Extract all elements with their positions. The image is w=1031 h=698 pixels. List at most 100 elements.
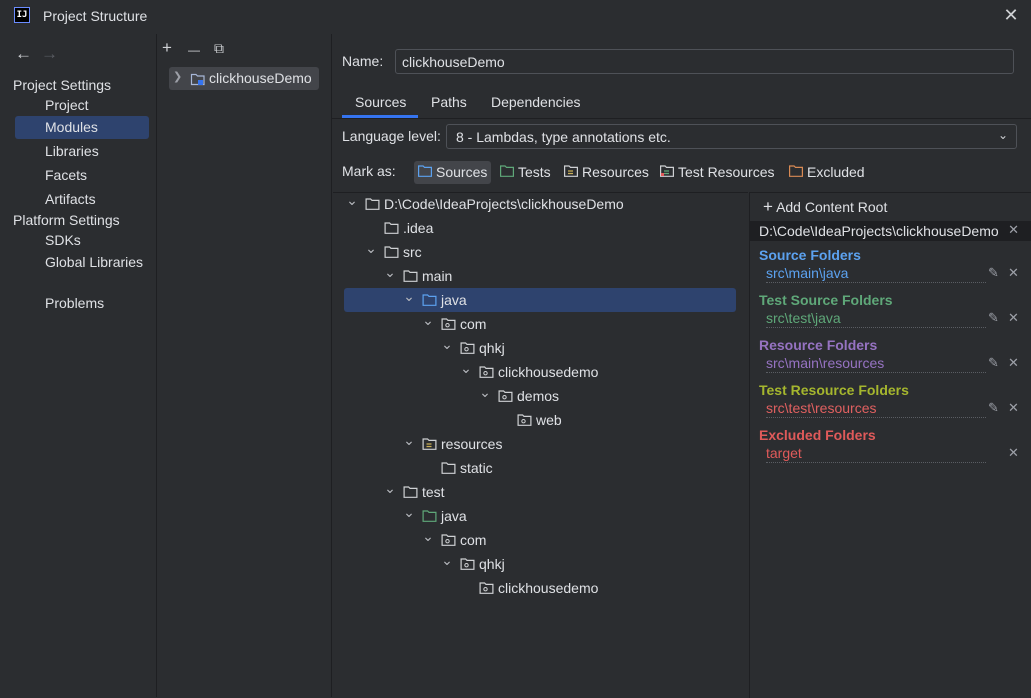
tree-row[interactable]: ⌄ clickhousedemo — [333, 360, 748, 384]
nav-item-global-libraries[interactable]: Global Libraries — [45, 254, 144, 270]
chevron-down-icon[interactable]: ⌄ — [441, 552, 453, 568]
tree-row[interactable]: ⌄ com — [333, 528, 748, 552]
remove-folder-icon[interactable]: ✕ — [1008, 310, 1019, 325]
tab-paths[interactable]: Paths — [431, 94, 467, 110]
nav-item-project[interactable]: Project — [45, 97, 89, 113]
edit-icon[interactable]: ✎ — [988, 265, 999, 280]
chevron-down-icon[interactable]: ⌄ — [422, 312, 434, 328]
tree-row[interactable]: clickhousedemo — [333, 576, 748, 600]
remove-folder-icon[interactable]: ✕ — [1008, 265, 1019, 280]
tab-dependencies[interactable]: Dependencies — [491, 94, 581, 110]
chevron-right-icon[interactable]: ❯ — [173, 71, 183, 83]
back-arrow-icon[interactable]: ← — [15, 44, 32, 63]
tree-row[interactable]: ⌄ D:\Code\IdeaProjects\clickhouseDemo — [333, 192, 748, 216]
remove-folder-icon[interactable]: ✕ — [1008, 355, 1019, 370]
folder-group-title: Resource Folders — [759, 337, 878, 353]
tree-row[interactable]: ⌄src — [333, 240, 748, 264]
mark-as-resources-label: Resources — [582, 164, 649, 180]
nav-item-facets[interactable]: Facets — [45, 167, 88, 183]
tree-node-label: web — [536, 412, 562, 428]
tree-node-label: com — [460, 316, 487, 332]
tab-sources[interactable]: Sources — [355, 94, 407, 110]
chevron-down-icon[interactable]: ⌄ — [403, 288, 415, 304]
remove-module-icon[interactable]: — — [188, 43, 200, 57]
tree-row[interactable]: ⌄qhkj — [333, 336, 748, 360]
package-icon — [441, 534, 456, 546]
window-title: Project Structure — [43, 8, 148, 24]
tree-node-label: java — [441, 292, 467, 308]
mark-as-resources-button[interactable]: Resources — [560, 161, 652, 184]
nav-item-modules[interactable]: Modules — [15, 116, 149, 139]
tree-row[interactable]: static — [333, 456, 748, 480]
nav-item-artifacts[interactable]: Artifacts — [45, 191, 96, 207]
close-icon[interactable]: ✕ — [1003, 5, 1019, 25]
name-label: Name: — [342, 53, 384, 69]
nav-item-sdks[interactable]: SDKs — [45, 232, 81, 248]
edit-icon[interactable]: ✎ — [988, 355, 999, 370]
package-icon — [460, 342, 475, 354]
folder-group-item[interactable]: src\main\java — [766, 265, 849, 281]
tree-row[interactable]: ⌄ com — [333, 312, 748, 336]
tree-node-label: clickhousedemo — [498, 364, 599, 380]
mark-as-excluded-button[interactable]: Excluded — [785, 161, 867, 184]
tree-row[interactable]: ⌄demos — [333, 384, 748, 408]
tree-row[interactable]: ⌄ java — [333, 288, 748, 312]
chevron-down-icon[interactable]: ⌄ — [403, 432, 415, 448]
remove-folder-icon[interactable]: ✕ — [1008, 400, 1019, 415]
tree-row[interactable]: ⌄ main — [333, 264, 748, 288]
mark-as-sources-button[interactable]: Sources — [414, 161, 491, 184]
chevron-down-icon[interactable]: ⌄ — [460, 360, 472, 376]
remove-folder-icon[interactable]: ✕ — [1008, 445, 1019, 460]
chevron-down-icon[interactable]: ⌄ — [422, 528, 434, 544]
tree-node-label: clickhousedemo — [498, 580, 599, 596]
edit-icon[interactable]: ✎ — [988, 400, 999, 415]
chevron-down-icon[interactable]: ⌄ — [384, 480, 396, 496]
remove-content-root-icon[interactable]: ✕ — [1008, 222, 1019, 237]
tree-row[interactable]: ⌄java — [333, 504, 748, 528]
tree-row[interactable]: .idea — [333, 216, 748, 240]
folder-group-title: Source Folders — [759, 247, 861, 263]
language-level-select[interactable]: 8 - Lambdas, type annotations etc. ⌄ — [446, 124, 1017, 149]
tree-node-label: main — [422, 268, 453, 284]
folder-group-item[interactable]: target — [766, 445, 802, 461]
content-root-header: D:\Code\IdeaProjects\clickhouseDemo ✕ — [749, 221, 1031, 241]
module-row-clickhousedemo[interactable]: ❯ clickhouseDemo — [169, 67, 319, 90]
tree-row[interactable]: ⌄resources — [333, 432, 748, 456]
tree-node-label: D:\Code\IdeaProjects\clickhouseDemo — [384, 196, 624, 212]
chevron-down-icon[interactable]: ⌄ — [479, 384, 491, 400]
tree-node-label: test — [422, 484, 445, 500]
mark-as-sources-label: Sources — [436, 164, 488, 180]
intellij-logo-icon: IJ — [14, 7, 30, 23]
chevron-down-icon[interactable]: ⌄ — [346, 192, 358, 208]
tree-node-label: qhkj — [479, 556, 505, 572]
tree-node-label: .idea — [403, 220, 434, 236]
package-icon — [479, 366, 494, 378]
title-bar — [0, 0, 1031, 34]
chevron-down-icon[interactable]: ⌄ — [365, 240, 377, 256]
forward-arrow-icon[interactable]: → — [41, 44, 58, 63]
nav-item-problems[interactable]: Problems — [45, 295, 105, 311]
mark-as-test-resources-button[interactable]: Test Resources — [656, 161, 780, 184]
module-name-field[interactable] — [395, 49, 1014, 74]
folder-group-title: Excluded Folders — [759, 427, 876, 443]
add-content-root-button[interactable]: + Add Content Root — [763, 197, 887, 217]
mark-as-tests-button[interactable]: Tests — [496, 161, 556, 184]
tree-row[interactable]: ⌄ test — [333, 480, 748, 504]
tree-row[interactable]: web — [333, 408, 748, 432]
copy-module-icon[interactable]: ⧉ — [214, 40, 224, 56]
tree-row[interactable]: ⌄ qhkj — [333, 552, 748, 576]
edit-icon[interactable]: ✎ — [988, 310, 999, 325]
folder-group-item[interactable]: src\test\java — [766, 310, 841, 326]
mark-as-tests-label: Tests — [518, 164, 551, 180]
folder-icon — [403, 270, 418, 282]
add-module-icon[interactable]: + — [162, 38, 172, 57]
tree-node-label: com — [460, 532, 487, 548]
nav-item-libraries[interactable]: Libraries — [45, 143, 99, 159]
chevron-down-icon[interactable]: ⌄ — [384, 264, 396, 280]
chevron-down-icon[interactable]: ⌄ — [441, 336, 453, 352]
chevron-down-icon[interactable]: ⌄ — [403, 504, 415, 520]
folder-icon — [403, 486, 418, 498]
plus-icon: + — [763, 197, 773, 216]
folder-group-item[interactable]: src\main\resources — [766, 355, 885, 371]
folder-group-item[interactable]: src\test\resources — [766, 400, 877, 416]
